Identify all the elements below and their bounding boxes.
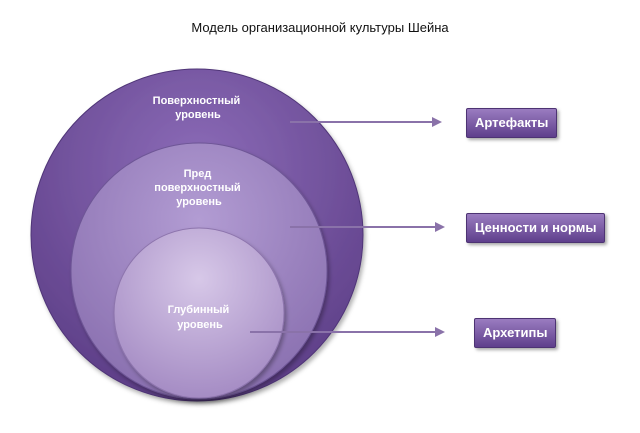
artifacts-tag: Артефакты xyxy=(466,108,558,138)
middle-level-line-2: поверхностный xyxy=(154,182,240,194)
outer-level-line-2: уровень xyxy=(175,109,221,121)
middle-level-line-3: уровень xyxy=(176,196,222,208)
diagram-title: Модель организационной культуры Шейна xyxy=(191,20,449,35)
middle-level-line-1: Пред xyxy=(184,168,212,180)
inner-level-circle xyxy=(113,227,285,399)
inner-level-label: Глубинный уровень xyxy=(168,304,233,331)
inner-level-line-2: уровень xyxy=(177,319,223,331)
archetypes-tag: Архетипы xyxy=(474,318,557,348)
inner-level-line-1: Глубинный xyxy=(168,304,230,316)
outer-level-label: Поверхностный уровень xyxy=(153,95,244,121)
outer-level-line-1: Поверхностный xyxy=(153,95,241,107)
values-and-norms-tag: Ценности и нормы xyxy=(466,213,606,243)
middle-level-label: Пред поверхностный уровень xyxy=(154,168,243,208)
